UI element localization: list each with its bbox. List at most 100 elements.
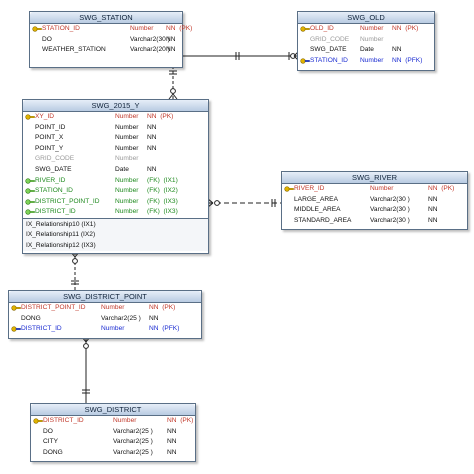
column-type: Number [115,134,139,142]
column-constraints: NN [428,216,438,224]
column-type: Varchar2(30 ) [370,206,410,214]
column-constraints: NN [166,35,176,43]
column-constraints: NN [147,165,157,173]
column-type: Number [115,113,139,120]
column-constraints: NN [392,46,402,54]
column-constraints: NN [147,123,157,131]
column-row[interactable]: RIVER_ID Number (FK) (IX1) [23,176,208,187]
column-name: DISTRICT_POINT_ID [35,197,100,205]
column-name: GRID_CODE [35,155,75,163]
column-constraints: NN (PFK) [392,56,423,64]
column-name: POINT_Y [35,144,64,152]
blank-icon [25,154,34,164]
blank-icon [33,448,42,458]
primary-key-icon [33,416,43,426]
column-type: Number [115,176,139,184]
column-type: Number [101,304,125,311]
column-constraints: (FK) (IX2) [147,187,178,195]
column-row[interactable]: SWG_DATE Date NN [23,165,208,176]
column-constraints: (FK) (IX3) [147,208,178,216]
column-constraints: NN [167,448,177,456]
column-name: POINT_ID [35,123,66,131]
blank-icon [284,216,293,226]
column-type: Varchar2(25 ) [113,427,153,435]
column-name: RIVER_ID [294,185,325,192]
column-type: Varchar2(30 ) [370,195,410,203]
column-type: Date [115,165,129,173]
column-name: OLD_ID [310,25,334,32]
column-name: POINT_X [35,134,64,142]
column-type: Varchar2(25 ) [113,448,153,456]
blank-icon [300,45,309,55]
column-name: LARGE_AREA [294,195,338,203]
index-list: IX_Relationship10 (IX1) IX_Relationship1… [23,217,208,252]
column-name: DISTRICT_ID [43,417,84,424]
column-constraints: NN (PFK) [149,325,180,333]
column-constraints: (FK) (IX1) [147,176,178,184]
column-row[interactable]: POINT_ID Number NN [23,123,208,134]
foreign-key-icon [25,176,35,186]
blank-icon [25,165,34,175]
column-name: WEATHER_STATION [42,46,106,54]
column-constraints: NN (PK) [392,25,419,32]
column-type: Varchar2(25 ) [113,438,153,446]
column-name: CITY [43,438,59,446]
column-row[interactable]: LARGE_AREA Varchar2(30 ) NN [282,195,467,206]
column-type: Varchar2(30 ) [370,216,410,224]
column-name: RIVER_ID [35,176,66,184]
entity-title: SWG_DISTRICT [31,404,195,416]
index-item: IX_Relationship10 (IX1) [26,220,96,228]
column-row[interactable]: DONG Varchar2(25 ) NN [31,448,195,459]
column-type: Number [115,123,139,131]
column-name: DONG [43,448,63,456]
column-name: SWG_DATE [35,165,72,173]
column-type: Varchar2(25 ) [101,314,141,322]
column-name: STATION_ID [35,187,73,195]
column-type: Date [360,46,374,54]
foreign-key-icon [25,207,35,217]
column-type: Number [130,25,154,32]
column-constraints: NN [149,314,159,322]
blank-icon [33,427,42,437]
column-constraints: NN [428,195,438,203]
column-type: Number [115,197,139,205]
primary-key-icon [11,303,21,313]
foreign-key-icon [25,186,35,196]
column-row[interactable]: OLD_ID Number NN (PK) [298,24,434,35]
column-type: Number [360,25,384,32]
column-constraints: NN [166,46,176,54]
column-name: STATION_ID [42,25,80,32]
column-name: XY_ID [35,113,55,120]
